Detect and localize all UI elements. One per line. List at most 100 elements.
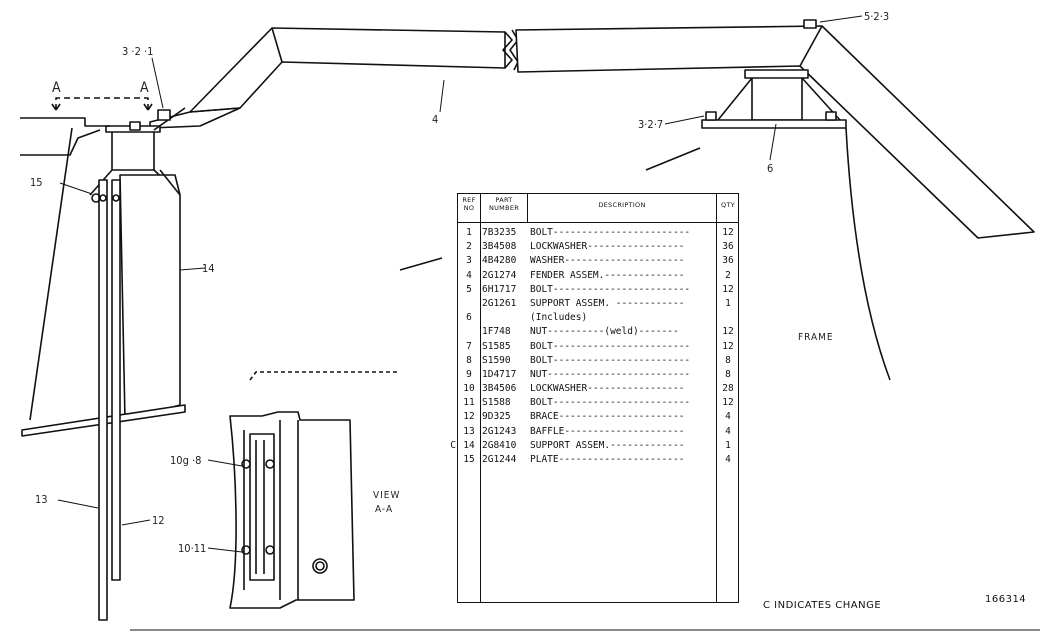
description: BOLT------------------------ xyxy=(530,227,691,238)
description: BRACE---------------------- xyxy=(530,411,685,423)
ref-number: 13 xyxy=(463,425,475,437)
quantity: 12 xyxy=(722,397,734,409)
fender-left xyxy=(189,27,506,113)
description: NUT----------(weld)------- xyxy=(530,326,679,338)
quantity: 36 xyxy=(722,241,734,253)
description: SUPPORT ASSEM.------------- xyxy=(530,439,685,451)
label-6: 6 xyxy=(767,162,773,175)
ref-number: 12 xyxy=(463,411,475,423)
part-number: S1590 xyxy=(482,354,511,366)
label-3-2-1: 3 ·2 ·1 xyxy=(122,45,153,58)
label-view-a-left: A xyxy=(52,80,61,96)
label-10-9-8: 10g ·8 xyxy=(170,454,201,467)
description: PLATE---------------------- xyxy=(530,454,685,465)
part-number: 2G1261 xyxy=(482,297,517,309)
quantity: 4 xyxy=(725,425,731,437)
table-row: 13 2G1243 BAFFLE--------------------- 4 xyxy=(458,425,738,439)
ref-number: 7 xyxy=(466,340,472,352)
description: BOLT------------------------ xyxy=(530,397,691,409)
part-number: 2G8410 xyxy=(482,439,517,451)
ref-number: 6 xyxy=(466,312,472,324)
description: NUT------------------------- xyxy=(530,368,691,380)
ref-number: 11 xyxy=(463,397,475,409)
ref-number: 15 xyxy=(463,454,475,465)
part-number: 1D4717 xyxy=(482,368,517,380)
quantity: 8 xyxy=(725,354,731,366)
brace-12 xyxy=(111,179,121,581)
table-row: C 14 2G8410 SUPPORT ASSEM.------------- 1 xyxy=(450,439,738,453)
label-12: 12 xyxy=(152,514,165,527)
description: BAFFLE--------------------- xyxy=(530,425,685,437)
part-number: S1585 xyxy=(482,340,511,352)
ref-number: 4 xyxy=(466,269,472,281)
right-support-tube xyxy=(751,73,803,121)
quantity: 28 xyxy=(722,383,734,395)
part-number: 3B4506 xyxy=(482,383,517,395)
ref-number: 9 xyxy=(466,368,472,380)
ref-number: 5 xyxy=(466,283,472,295)
table-row: 6 (Includes) xyxy=(458,311,738,325)
parts-table: REF NO PART NUMBER DESCRIPTION QTY 1 7B32… xyxy=(450,193,739,603)
left-baffle xyxy=(119,174,181,421)
label-5-2-3: 5·2·3 xyxy=(864,10,889,23)
part-number: 1F748 xyxy=(482,326,511,338)
quantity: 1 xyxy=(725,439,731,451)
label-3-2-7: 3·2·7 xyxy=(638,118,663,131)
label-view-a-right: A xyxy=(140,80,149,96)
table-row: 2G1261 SUPPORT ASSEM. ------------ 1 xyxy=(458,297,738,311)
quantity: 12 xyxy=(722,326,734,338)
ref-number: 14 xyxy=(463,439,475,451)
part-number: 2G1274 xyxy=(482,269,517,281)
view-title: VIEW xyxy=(373,490,400,501)
view-a-section-line xyxy=(55,97,149,110)
quantity: 36 xyxy=(722,255,734,267)
part-number: 4B4280 xyxy=(482,255,517,267)
view-subtitle: A-A xyxy=(375,504,393,515)
label-4: 4 xyxy=(432,113,438,126)
description: (Includes) xyxy=(530,312,588,324)
part-number: 6H1717 xyxy=(482,283,517,295)
label-14: 14 xyxy=(202,262,215,275)
label-15: 15 xyxy=(30,176,43,189)
view-aa-detail xyxy=(229,411,355,609)
part-number: 2G1243 xyxy=(482,425,517,437)
change-mark: C xyxy=(450,439,456,451)
ref-number: 3 xyxy=(466,255,472,267)
frame-outline xyxy=(845,127,891,381)
description: FENDER ASSEM.-------------- xyxy=(530,269,685,281)
drawing-number: 166314 xyxy=(985,594,1027,605)
change-note: C INDICATES CHANGE xyxy=(763,600,882,611)
ref-number: 2 xyxy=(466,241,472,253)
label-10-11: 10·11 xyxy=(178,542,206,555)
part-number: 3B4508 xyxy=(482,241,517,253)
header-qty: QTY xyxy=(721,201,735,209)
description: LOCKWASHER----------------- xyxy=(530,383,685,395)
table-row: 5 6H1717 BOLT------------------------ 12 xyxy=(458,283,738,297)
header-ref: REF NO xyxy=(462,196,476,212)
quantity: 12 xyxy=(722,227,734,238)
label-13: 13 xyxy=(35,493,48,506)
header-description: DESCRIPTION xyxy=(598,201,646,209)
ref-number: 8 xyxy=(466,354,472,366)
header-part-number: PART NUMBER xyxy=(488,196,520,212)
part-number: 9D325 xyxy=(482,411,511,423)
quantity: 12 xyxy=(722,283,734,295)
part-number: 7B3235 xyxy=(482,227,517,238)
parts-table-header: REF NO PART NUMBER DESCRIPTION QTY xyxy=(458,194,738,223)
description: BOLT------------------------ xyxy=(530,283,691,295)
description: SUPPORT ASSEM. ------------ xyxy=(530,297,685,309)
quantity: 1 xyxy=(725,297,731,309)
